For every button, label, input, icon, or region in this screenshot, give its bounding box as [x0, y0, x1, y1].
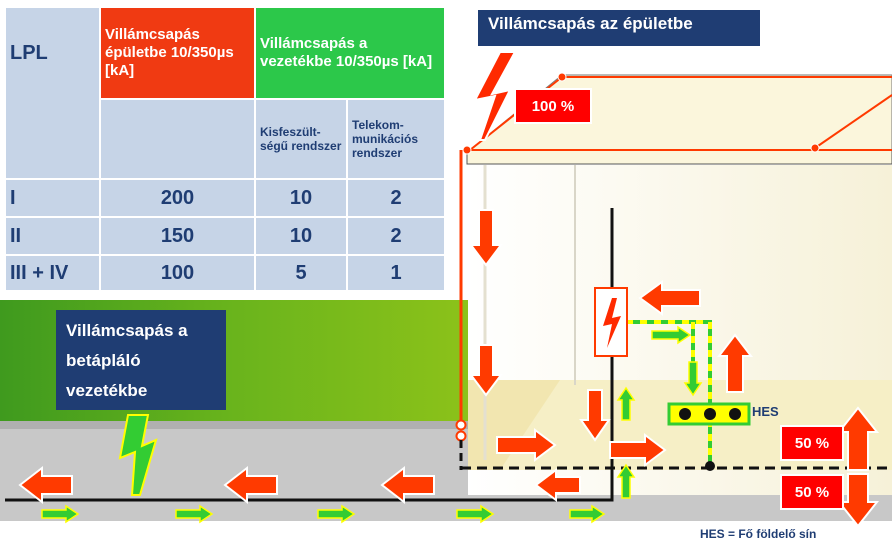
lv-value: 5: [254, 254, 348, 292]
telecom-subheader: Telekom-munikációs rendszer: [345, 98, 447, 180]
building-strike-header: Villámcsapás épületbe 10/350µs [kA]: [99, 6, 256, 100]
building-value: 200: [99, 178, 256, 218]
pct-100-badge: 100 %: [514, 88, 592, 124]
table-row: III + IV 100 5 1: [4, 254, 447, 292]
tel-value: 1: [345, 254, 447, 292]
red-arrows: [18, 209, 880, 528]
lv-value: 10: [254, 178, 348, 218]
building-strike-title: Villámcsapás az épületbe: [478, 10, 760, 46]
lv-value: 10: [254, 216, 348, 256]
table-row: I 200 10 2: [4, 178, 447, 218]
hes-legend: HES = Fő földelő sín: [700, 527, 817, 541]
building-value: 150: [99, 216, 256, 256]
lpl-table: LPL Villámcsapás épületbe 10/350µs [kA] …: [4, 6, 447, 292]
empty-cell: [99, 98, 256, 180]
lightning-bolt-building: [473, 51, 517, 141]
line-strike-header: Villámcsapás a vezetékbe 10/350µs [kA]: [253, 6, 447, 100]
table-header-row: LPL Villámcsapás épületbe 10/350µs [kA] …: [4, 6, 447, 180]
hes-label: HES: [752, 404, 779, 419]
lpl-header: LPL: [4, 6, 101, 180]
lpl-level: II: [4, 216, 101, 256]
table-subheader-row: Kisfeszült-ségű rendszer Telekom-munikác…: [5, 98, 447, 180]
lpl-level: III + IV: [4, 254, 101, 292]
pct-50-up-badge: 50 %: [780, 425, 844, 461]
green-arrows: [41, 325, 703, 524]
table-row: II 150 10 2: [4, 216, 447, 256]
tel-value: 2: [345, 178, 447, 218]
low-voltage-subheader: Kisfeszült-ségű rendszer: [254, 98, 348, 180]
building-value: 100: [99, 254, 256, 292]
supply-strike-title: Villámcsapás a betápláló vezetékbe: [56, 310, 226, 410]
tel-value: 2: [345, 216, 447, 256]
lpl-level: I: [4, 178, 101, 218]
pct-50-down-badge: 50 %: [780, 474, 844, 510]
lightning-bolt-supply: [118, 414, 158, 496]
